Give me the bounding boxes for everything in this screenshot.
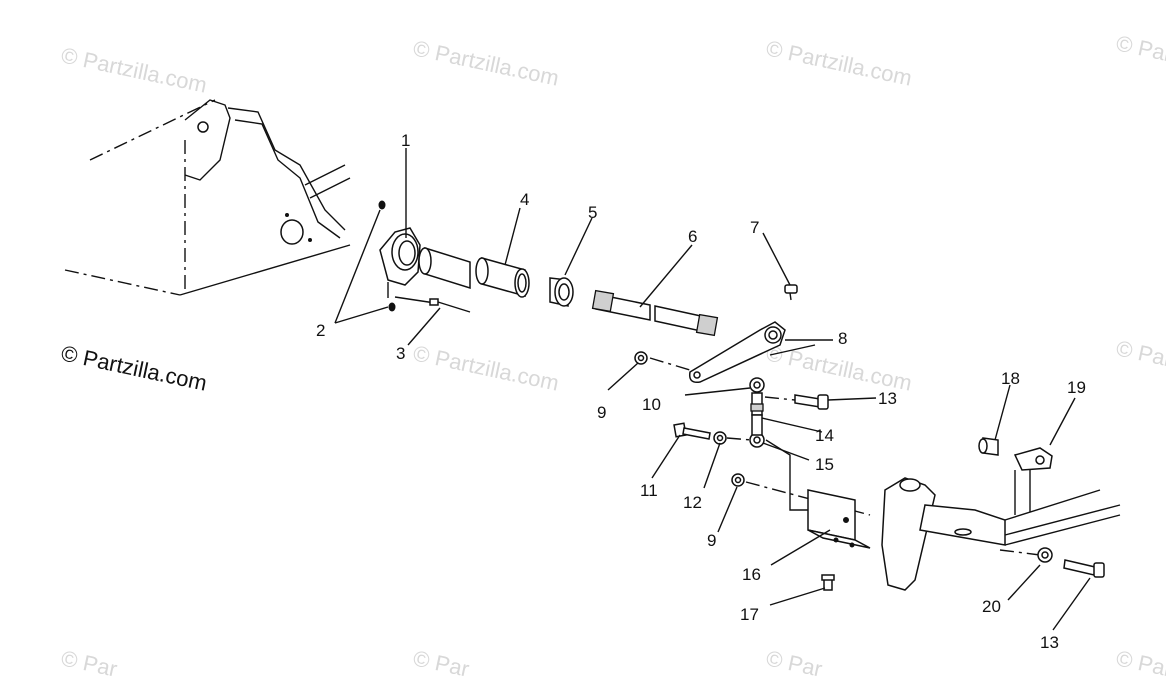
part-screw [784,284,798,301]
main-watermark: © Partzilla.com [59,340,209,395]
part-spacer [978,437,999,456]
watermark: © Par [1114,645,1166,681]
frame-rail [881,470,1121,591]
part-pin [394,296,471,313]
callout-label: 9 [597,403,606,422]
callout-label: 17 [740,605,759,624]
watermark: © Partzilla.com [764,340,914,395]
leader-lines [334,148,1091,631]
watermark: © Par [411,645,472,681]
part-arm [688,321,816,384]
callout-label: 9 [707,531,716,550]
watermark: © Par [1114,30,1166,66]
callout-label: 8 [838,329,847,348]
watermark: © Par [764,645,825,681]
callout-label: 5 [588,203,597,222]
watermark-layer: © Partzilla.com © Partzilla.com © Partzi… [59,30,1166,681]
part-housing [378,200,421,312]
callout-label: 7 [750,218,759,237]
callout-label: 11 [640,481,658,500]
callout-label: 18 [1001,369,1020,388]
callout-label: 12 [683,493,702,512]
watermark: © Par [59,645,120,681]
callout-label: 2 [316,321,325,340]
callout-label: 15 [815,455,834,474]
callout-label: 16 [742,565,761,584]
callout-label: 3 [396,344,405,363]
watermark: © Partzilla.com [411,340,561,395]
callout-label: 19 [1067,378,1086,397]
part-shaft [591,289,719,337]
watermark: © Par [1114,335,1166,371]
part-mount-block [1013,447,1053,471]
callout-label: 13 [878,389,897,408]
callout-label: 10 [642,395,661,414]
part-bracket [807,489,871,591]
callouts: 1 2 3 4 5 6 7 8 9 10 13 11 12 14 15 9 16… [316,131,1086,652]
part-link-rod [749,377,808,511]
callout-label: 4 [520,190,529,209]
callout-label: 13 [1040,633,1059,652]
chassis-frame [64,99,351,296]
part-tube [418,246,530,298]
callout-label: 6 [688,227,697,246]
watermark: © Partzilla.com [411,35,561,90]
watermark: © Partzilla.com [764,35,914,90]
callout-label: 14 [815,426,834,445]
callout-label: 1 [401,131,410,150]
part-bushing [549,277,574,307]
callout-label: 20 [982,597,1001,616]
watermark: © Partzilla.com [59,42,209,97]
fasteners [634,351,1105,578]
